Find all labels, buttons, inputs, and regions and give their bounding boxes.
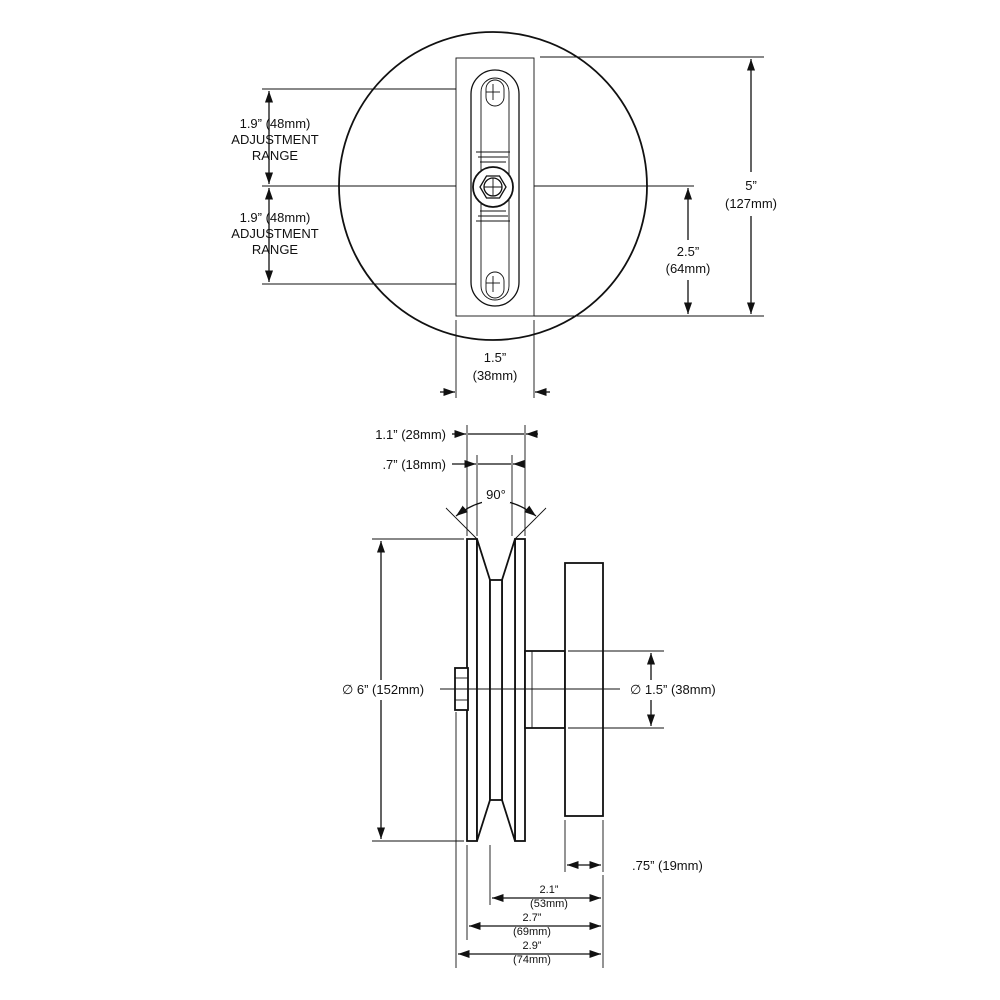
plate-diameter-line2: (127mm) <box>725 196 777 211</box>
dim-29-line2: (74mm) <box>513 954 551 966</box>
wheel-groove-left <box>476 538 491 842</box>
slot-end-top <box>485 79 505 107</box>
dim-21-line1: 2.1” <box>540 884 559 896</box>
adjustment-extension-lines <box>262 56 764 317</box>
adj-down-line2: ADJUSTMENT <box>231 226 318 241</box>
dim-27-line2: (69mm) <box>513 926 551 938</box>
side-view: 1.1” (28mm) .7” (18mm) 90° ∅ 6” (152mm) … <box>338 425 722 968</box>
wheel-groove-right <box>501 538 516 842</box>
outer-width-label: 1.1” (28mm) <box>375 427 446 442</box>
crosshair-top <box>486 84 500 100</box>
adj-up-line3: RANGE <box>252 148 299 163</box>
wheel-diameter-label: ∅ 6” (152mm) <box>342 682 424 697</box>
dim-29-line1: 2.9” <box>523 940 542 952</box>
dim-21-line2: (53mm) <box>530 898 568 910</box>
adjustment-slot <box>470 69 520 307</box>
wheel-flange-right <box>514 538 526 842</box>
center-height-line2: (64mm) <box>666 261 711 276</box>
top-view: 1.9” (48mm) ADJUSTMENT RANGE 1.9” (48mm)… <box>231 31 790 398</box>
groove-angle-label: 90° <box>486 487 506 502</box>
bracket-width-line1: 1.5” <box>484 350 506 365</box>
adj-up-line1: 1.9” (48mm) <box>240 116 311 131</box>
plate-diameter-line1: 5” <box>745 178 757 193</box>
center-height-line1: 2.5” <box>677 244 699 259</box>
bracket <box>455 57 535 317</box>
bracket-width-line2: (38mm) <box>473 368 518 383</box>
adj-down-line3: RANGE <box>252 242 299 257</box>
crosshair-bottom <box>486 276 500 292</box>
center-nut <box>472 166 514 208</box>
dim-27-line1: 2.7” <box>523 912 542 924</box>
hub-diameter-label: ∅ 1.5” (38mm) <box>630 682 716 697</box>
adj-up-line2: ADJUSTMENT <box>231 132 318 147</box>
wheel-groove-bottom <box>489 579 503 801</box>
groove-width-label: .7” (18mm) <box>382 457 446 472</box>
hub <box>524 650 566 729</box>
slot-end-bottom <box>485 271 505 299</box>
adj-down-line1: 1.9” (48mm) <box>240 210 311 225</box>
center-ribs <box>476 151 510 222</box>
mounting-plate-side <box>564 562 604 817</box>
plate-thickness-label: .75” (19mm) <box>632 858 703 873</box>
